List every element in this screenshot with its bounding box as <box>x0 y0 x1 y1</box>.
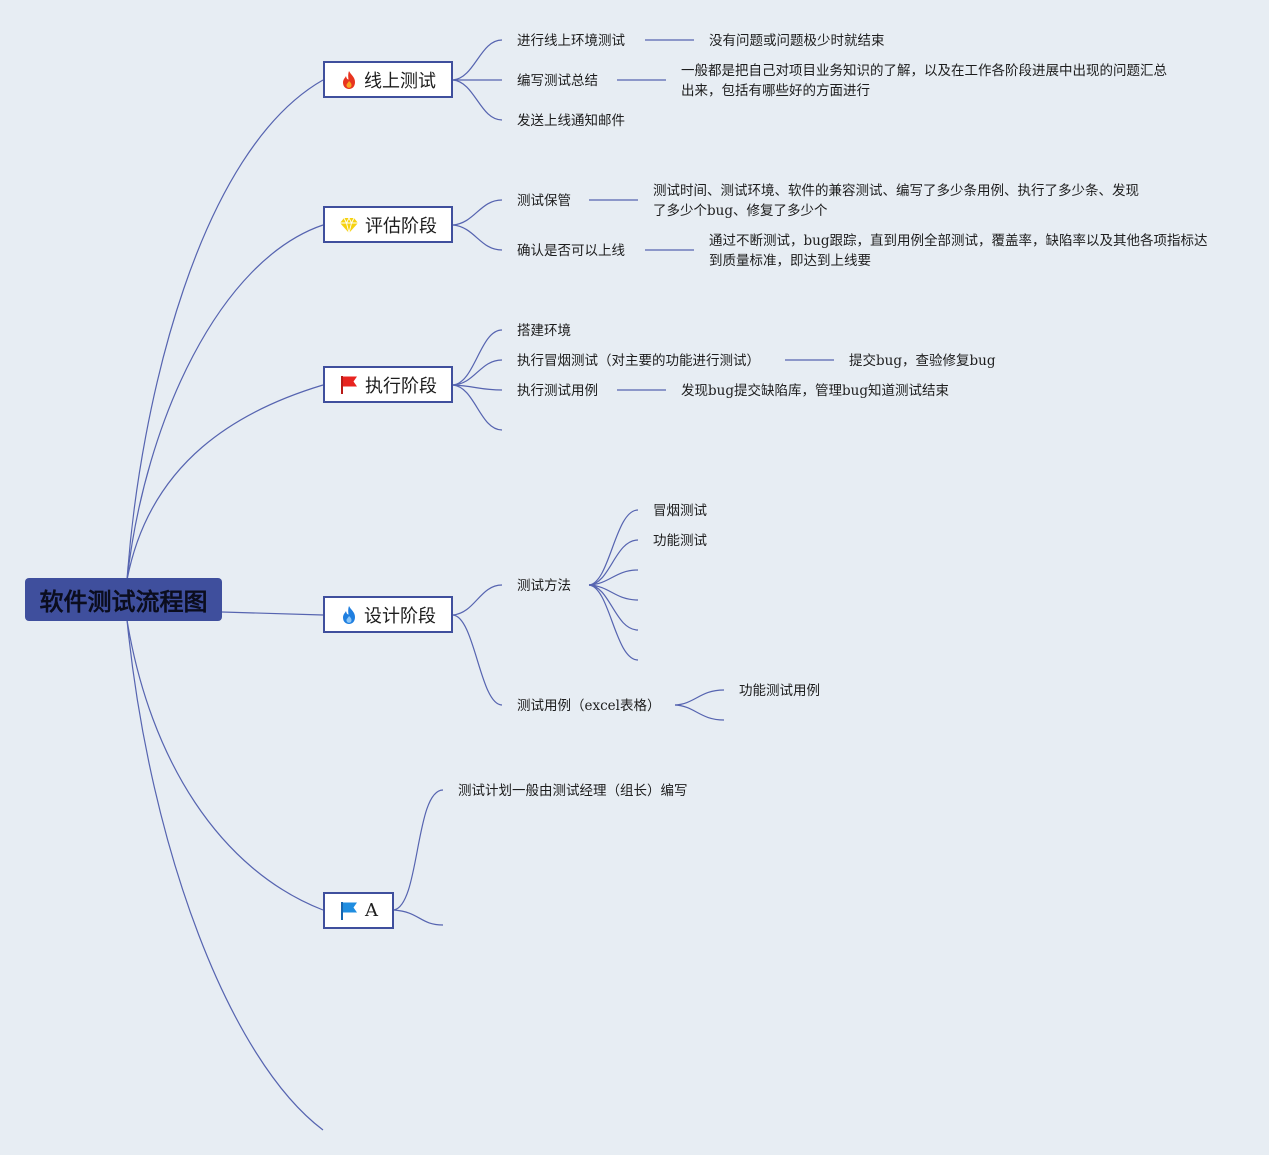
branch-label: 线上测试 <box>364 70 436 92</box>
flag-icon <box>341 901 357 920</box>
note-smoke-test: 提交bug，查验修复bug <box>849 353 996 369</box>
node-confirm-release[interactable]: 确认是否可以上线 <box>517 243 625 259</box>
node-functional-testing[interactable]: 功能测试 <box>653 533 707 549</box>
connector-root-a <box>126 619 324 911</box>
note-write-test-summary: 一般都是把自己对项目业务知识的了解，以及在工作各阶段进展中出现的问题汇总出来，包… <box>681 63 1167 99</box>
node-functional-test-cases[interactable]: 功能测试用例 <box>739 683 820 699</box>
node-online-env-test[interactable]: 进行线上环境测试 <box>517 33 625 49</box>
branch-execution[interactable]: 执行阶段 <box>323 366 453 403</box>
diamond-icon <box>340 216 358 233</box>
branch-label: 设计阶段 <box>364 605 436 627</box>
branch-evaluation[interactable]: 评估阶段 <box>323 206 453 243</box>
node-test-cases-excel[interactable]: 测试用例（excel表格） <box>517 698 661 714</box>
branch-label: A <box>365 900 378 921</box>
node-test-custody[interactable]: 测试保管 <box>517 193 571 209</box>
water-drop-icon <box>343 605 355 624</box>
branch-a[interactable]: A <box>323 892 394 929</box>
node-test-plan[interactable]: 测试计划一般由测试经理（组长）编写 <box>458 783 688 799</box>
node-smoke-test[interactable]: 执行冒烟测试（对主要的功能进行测试） <box>517 353 760 369</box>
connector-root-online <box>126 79 324 581</box>
branch-design[interactable]: 设计阶段 <box>323 596 453 633</box>
note-online-env-test: 没有问题或问题极少时就结束 <box>709 33 885 49</box>
node-setup-env[interactable]: 搭建环境 <box>517 323 571 339</box>
fire-icon <box>343 70 355 89</box>
root-node[interactable]: 软件测试流程图 <box>25 578 222 621</box>
note-test-custody: 测试时间、测试环境、软件的兼容测试、编写了多少条用例、执行了多少条、发现了多少个… <box>653 183 1139 219</box>
branch-label: 执行阶段 <box>365 375 437 397</box>
flag-icon <box>341 375 357 394</box>
connector-root-end <box>126 619 324 1131</box>
connector-root-design <box>221 611 324 616</box>
node-run-test-cases[interactable]: 执行测试用例 <box>517 383 598 399</box>
branch-online-test[interactable]: 线上测试 <box>323 61 453 98</box>
note-confirm-release: 通过不断测试，bug跟踪，直到用例全部测试，覆盖率，缺陷率以及其他各项指标达到质… <box>709 233 1208 269</box>
node-write-test-summary[interactable]: 编写测试总结 <box>517 73 598 89</box>
node-send-release-email[interactable]: 发送上线通知邮件 <box>517 113 625 129</box>
node-smoke-testing[interactable]: 冒烟测试 <box>653 503 707 519</box>
branch-label: 评估阶段 <box>365 215 437 237</box>
connector-root-exec <box>126 384 324 581</box>
note-run-test-cases: 发现bug提交缺陷库，管理bug知道测试结束 <box>681 383 949 399</box>
connector-root-eval <box>126 224 324 581</box>
node-test-methods[interactable]: 测试方法 <box>517 578 571 594</box>
